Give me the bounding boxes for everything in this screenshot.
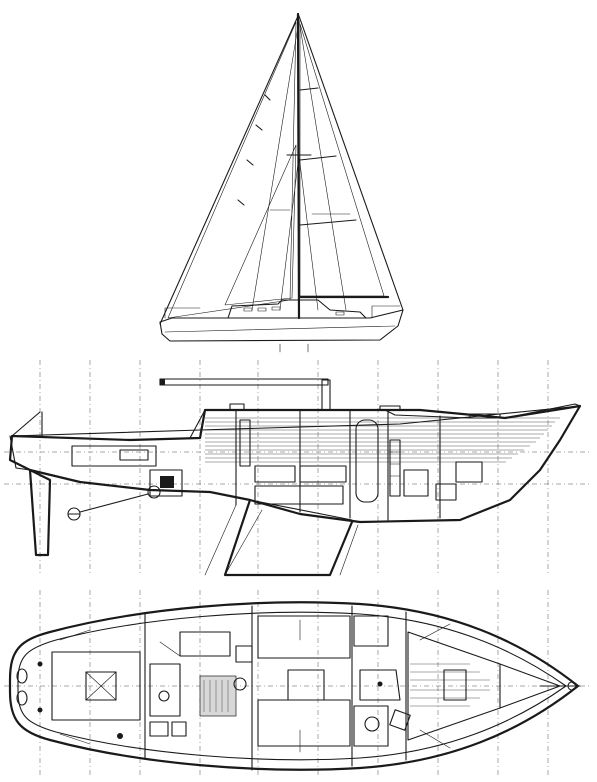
sink xyxy=(158,690,170,702)
mast-plan xyxy=(233,677,247,691)
vanity xyxy=(403,469,429,497)
settee-starboard xyxy=(257,699,351,747)
stove xyxy=(149,721,169,737)
mast xyxy=(296,12,301,320)
cabin-sole-hatch xyxy=(199,675,237,717)
cockpit xyxy=(51,651,141,721)
boom-stowed xyxy=(159,378,329,386)
stern-fitting xyxy=(16,690,28,706)
leech-mark-3 xyxy=(246,159,254,166)
v-berth-slats xyxy=(410,663,490,707)
stern-fitting xyxy=(16,668,28,684)
genoa xyxy=(167,21,297,319)
settee-base xyxy=(254,485,344,505)
rudder xyxy=(28,468,52,557)
cabinet xyxy=(254,465,296,483)
accommodation-plan-view xyxy=(4,590,592,775)
fore-hatch-plan xyxy=(443,669,467,701)
door-opening xyxy=(355,419,379,503)
hull-section xyxy=(8,404,582,524)
lower-shroud-fwd xyxy=(279,154,300,311)
leech-mark-1 xyxy=(264,94,271,101)
forestay xyxy=(159,15,299,325)
quarter-berth-label-box xyxy=(119,449,149,461)
hanging-locker xyxy=(353,615,389,647)
mast-compression-post xyxy=(239,419,251,467)
sail-plan-view xyxy=(159,12,404,353)
v-berth-locker xyxy=(435,483,457,501)
batten-3 xyxy=(299,219,357,226)
keel xyxy=(223,498,354,577)
chain-locker xyxy=(455,461,483,483)
fore-hatch xyxy=(379,405,401,411)
sole-slats xyxy=(203,680,229,712)
prop-shaft xyxy=(79,493,149,513)
nav-station xyxy=(179,631,231,657)
interior-planking xyxy=(205,417,560,463)
lower-shroud-aft xyxy=(298,154,319,311)
toilet xyxy=(364,716,380,732)
companionway-hatch xyxy=(229,403,245,411)
saloon-table xyxy=(287,669,325,701)
leech-mark-4 xyxy=(237,199,245,206)
icebox xyxy=(171,721,187,737)
cabinet xyxy=(299,465,347,483)
keel-root xyxy=(249,499,353,521)
locker-stack xyxy=(389,439,401,497)
boom-end xyxy=(160,379,165,385)
portlight xyxy=(271,306,281,311)
sheer-line xyxy=(164,325,396,333)
bow-pulpit xyxy=(504,403,581,419)
shroud-fwd xyxy=(251,19,300,311)
mainsail xyxy=(299,23,385,297)
sink-head xyxy=(389,709,411,731)
head xyxy=(353,705,389,747)
hull-profile-small xyxy=(159,309,404,342)
lifelines xyxy=(164,305,401,319)
mast-step-plate xyxy=(235,645,253,663)
transom xyxy=(9,435,31,471)
backstay xyxy=(298,15,404,311)
deckhouse-small xyxy=(227,299,367,319)
galley-counter xyxy=(149,663,181,717)
portlight xyxy=(257,307,267,312)
inboard-profile-view xyxy=(4,360,592,577)
batten-1 xyxy=(299,87,319,91)
staysail xyxy=(224,144,297,306)
engine xyxy=(79,469,183,513)
portlight xyxy=(243,307,253,312)
shroud-aft xyxy=(298,19,347,311)
backstay-chainplate xyxy=(11,411,41,437)
head-door xyxy=(359,669,401,701)
settee-port xyxy=(257,615,351,659)
batten-2 xyxy=(299,155,337,161)
portlight xyxy=(335,311,345,316)
quarter-berth xyxy=(71,445,157,467)
leech-mark-2 xyxy=(255,124,263,131)
winch xyxy=(117,733,123,739)
cockpit-hatch xyxy=(85,671,117,701)
